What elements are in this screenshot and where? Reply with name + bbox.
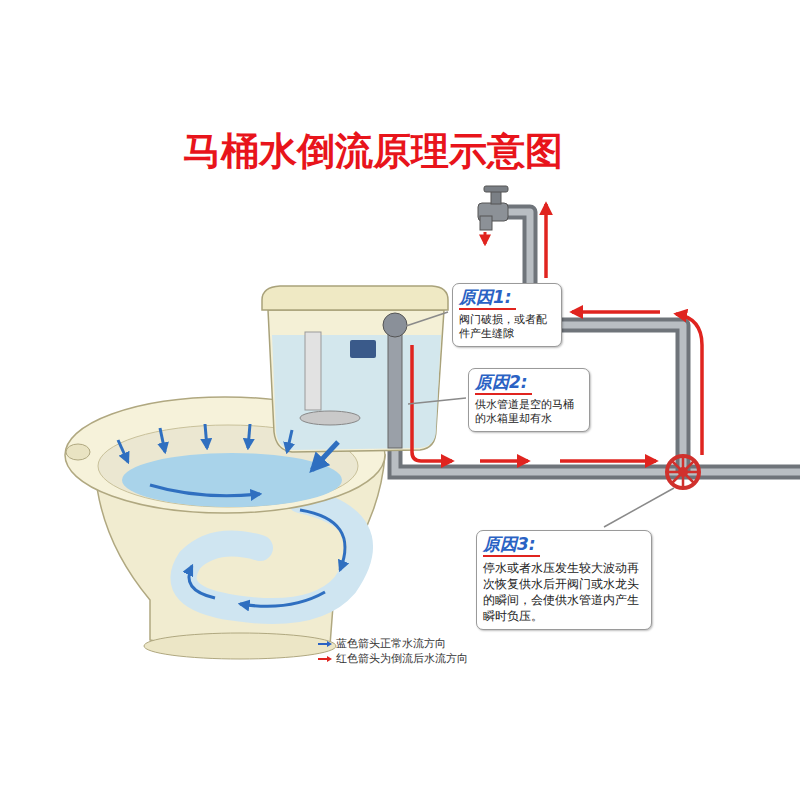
faucet	[478, 186, 508, 230]
callout-heading: 原因3:	[483, 535, 540, 557]
backflow-arrows	[412, 204, 702, 461]
legend-text: 红色箭头为倒流后水流方向	[336, 651, 468, 666]
supply-pipes	[395, 212, 800, 472]
callout-text: 阀门破损，或者配件产生缝隙	[459, 313, 555, 342]
callout-box: 原因1: 阀门破损，或者配件产生缝隙	[452, 283, 562, 347]
callout-text: 供水管道是空的马桶的水箱里却有水	[475, 398, 583, 427]
legend-row: 红色箭头为倒流后水流方向	[318, 651, 468, 666]
legend: 蓝色箭头正常水流方向红色箭头为倒流后水流方向	[318, 636, 468, 666]
legend-arrow-swatch	[318, 656, 332, 662]
valve-wheel	[667, 456, 699, 488]
legend-arrow-swatch	[318, 641, 332, 647]
callout-box: 原因3: 停水或者水压发生较大波动再次恢复供水后开阀门或水龙头的瞬间，会使供水管道…	[476, 530, 652, 630]
normal-flow-arrows	[118, 424, 345, 606]
legend-text: 蓝色箭头正常水流方向	[336, 636, 446, 651]
water-tank	[262, 286, 448, 452]
callout-text: 停水或者水压发生较大波动再次恢复供水后开阀门或水龙头的瞬间，会使供水管道内产生瞬…	[483, 560, 645, 625]
legend-row: 蓝色箭头正常水流方向	[318, 636, 468, 651]
callout-box: 原因2: 供水管道是空的马桶的水箱里却有水	[468, 368, 590, 432]
callout-heading: 原因2:	[475, 373, 532, 395]
diagram-title: 马桶水倒流原理示意图	[0, 126, 745, 177]
callout-heading: 原因1:	[459, 288, 516, 310]
